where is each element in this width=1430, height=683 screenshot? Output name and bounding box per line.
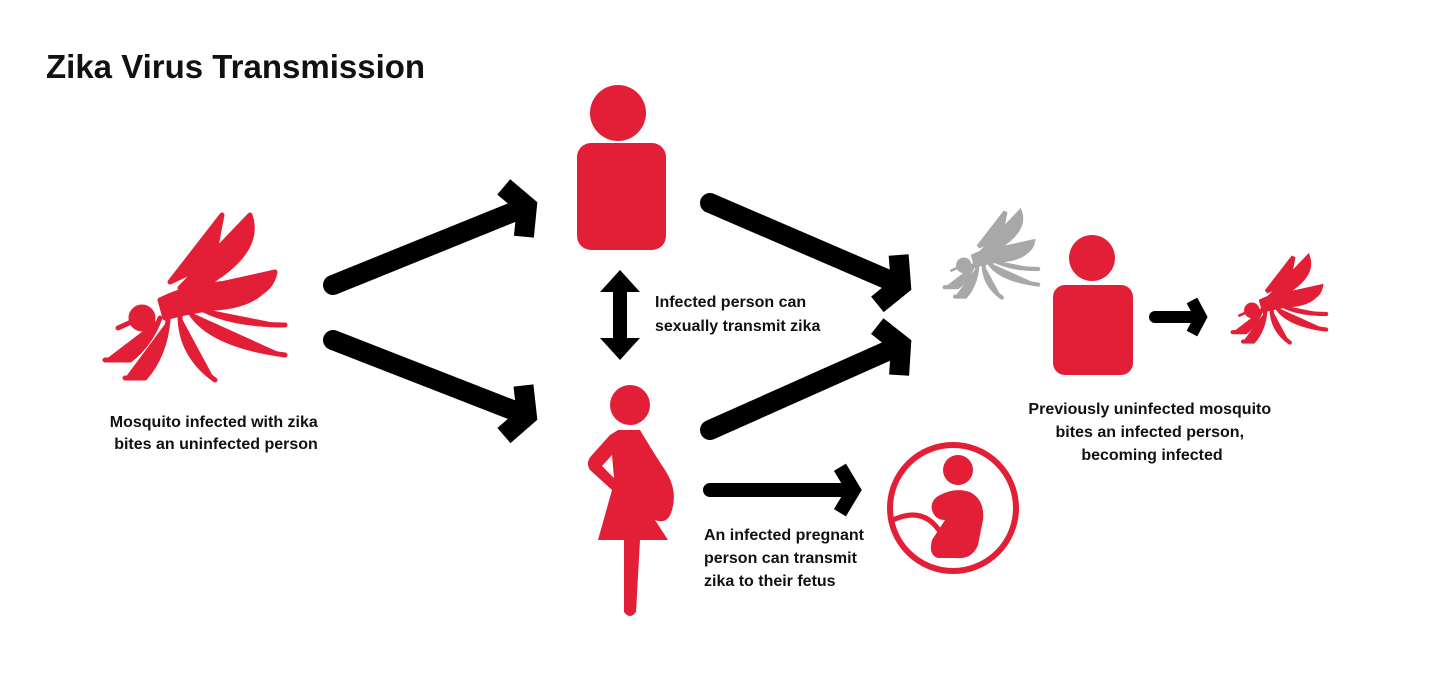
- bitten-person-icon: [1053, 235, 1133, 375]
- diagram-title: Zika Virus Transmission: [46, 48, 425, 85]
- infected-mosquito-icon: [105, 215, 285, 380]
- label-uninfected-mosquito: Previously uninfected mosquito bites an …: [1028, 401, 1275, 464]
- arrow-pregnant-to-mosquito: [700, 318, 912, 440]
- pregnant-person-icon: [587, 385, 674, 616]
- newly-infected-mosquito-icon: [1233, 257, 1327, 343]
- arrow-to-infected-mosquito: [1149, 297, 1208, 337]
- arrow-mosquito-to-person: [323, 179, 538, 295]
- fetus-icon: [887, 442, 1019, 574]
- label-sexual-transmission: Infected person can sexually transmit zi…: [655, 294, 821, 335]
- label-mosquito-bites: Mosquito infected with zika bites an uni…: [110, 414, 322, 453]
- infected-person-icon: [577, 85, 666, 250]
- arrow-person-to-mosquito: [700, 193, 912, 313]
- arrows: [323, 179, 1208, 517]
- uninfected-mosquito-icon: [945, 212, 1039, 298]
- arrow-pregnant-to-fetus: [703, 463, 862, 517]
- arrow-mosquito-to-pregnant: [323, 330, 538, 444]
- double-arrow-icon: [600, 270, 640, 360]
- label-pregnant-transmission: An infected pregnant person can transmit…: [704, 527, 868, 590]
